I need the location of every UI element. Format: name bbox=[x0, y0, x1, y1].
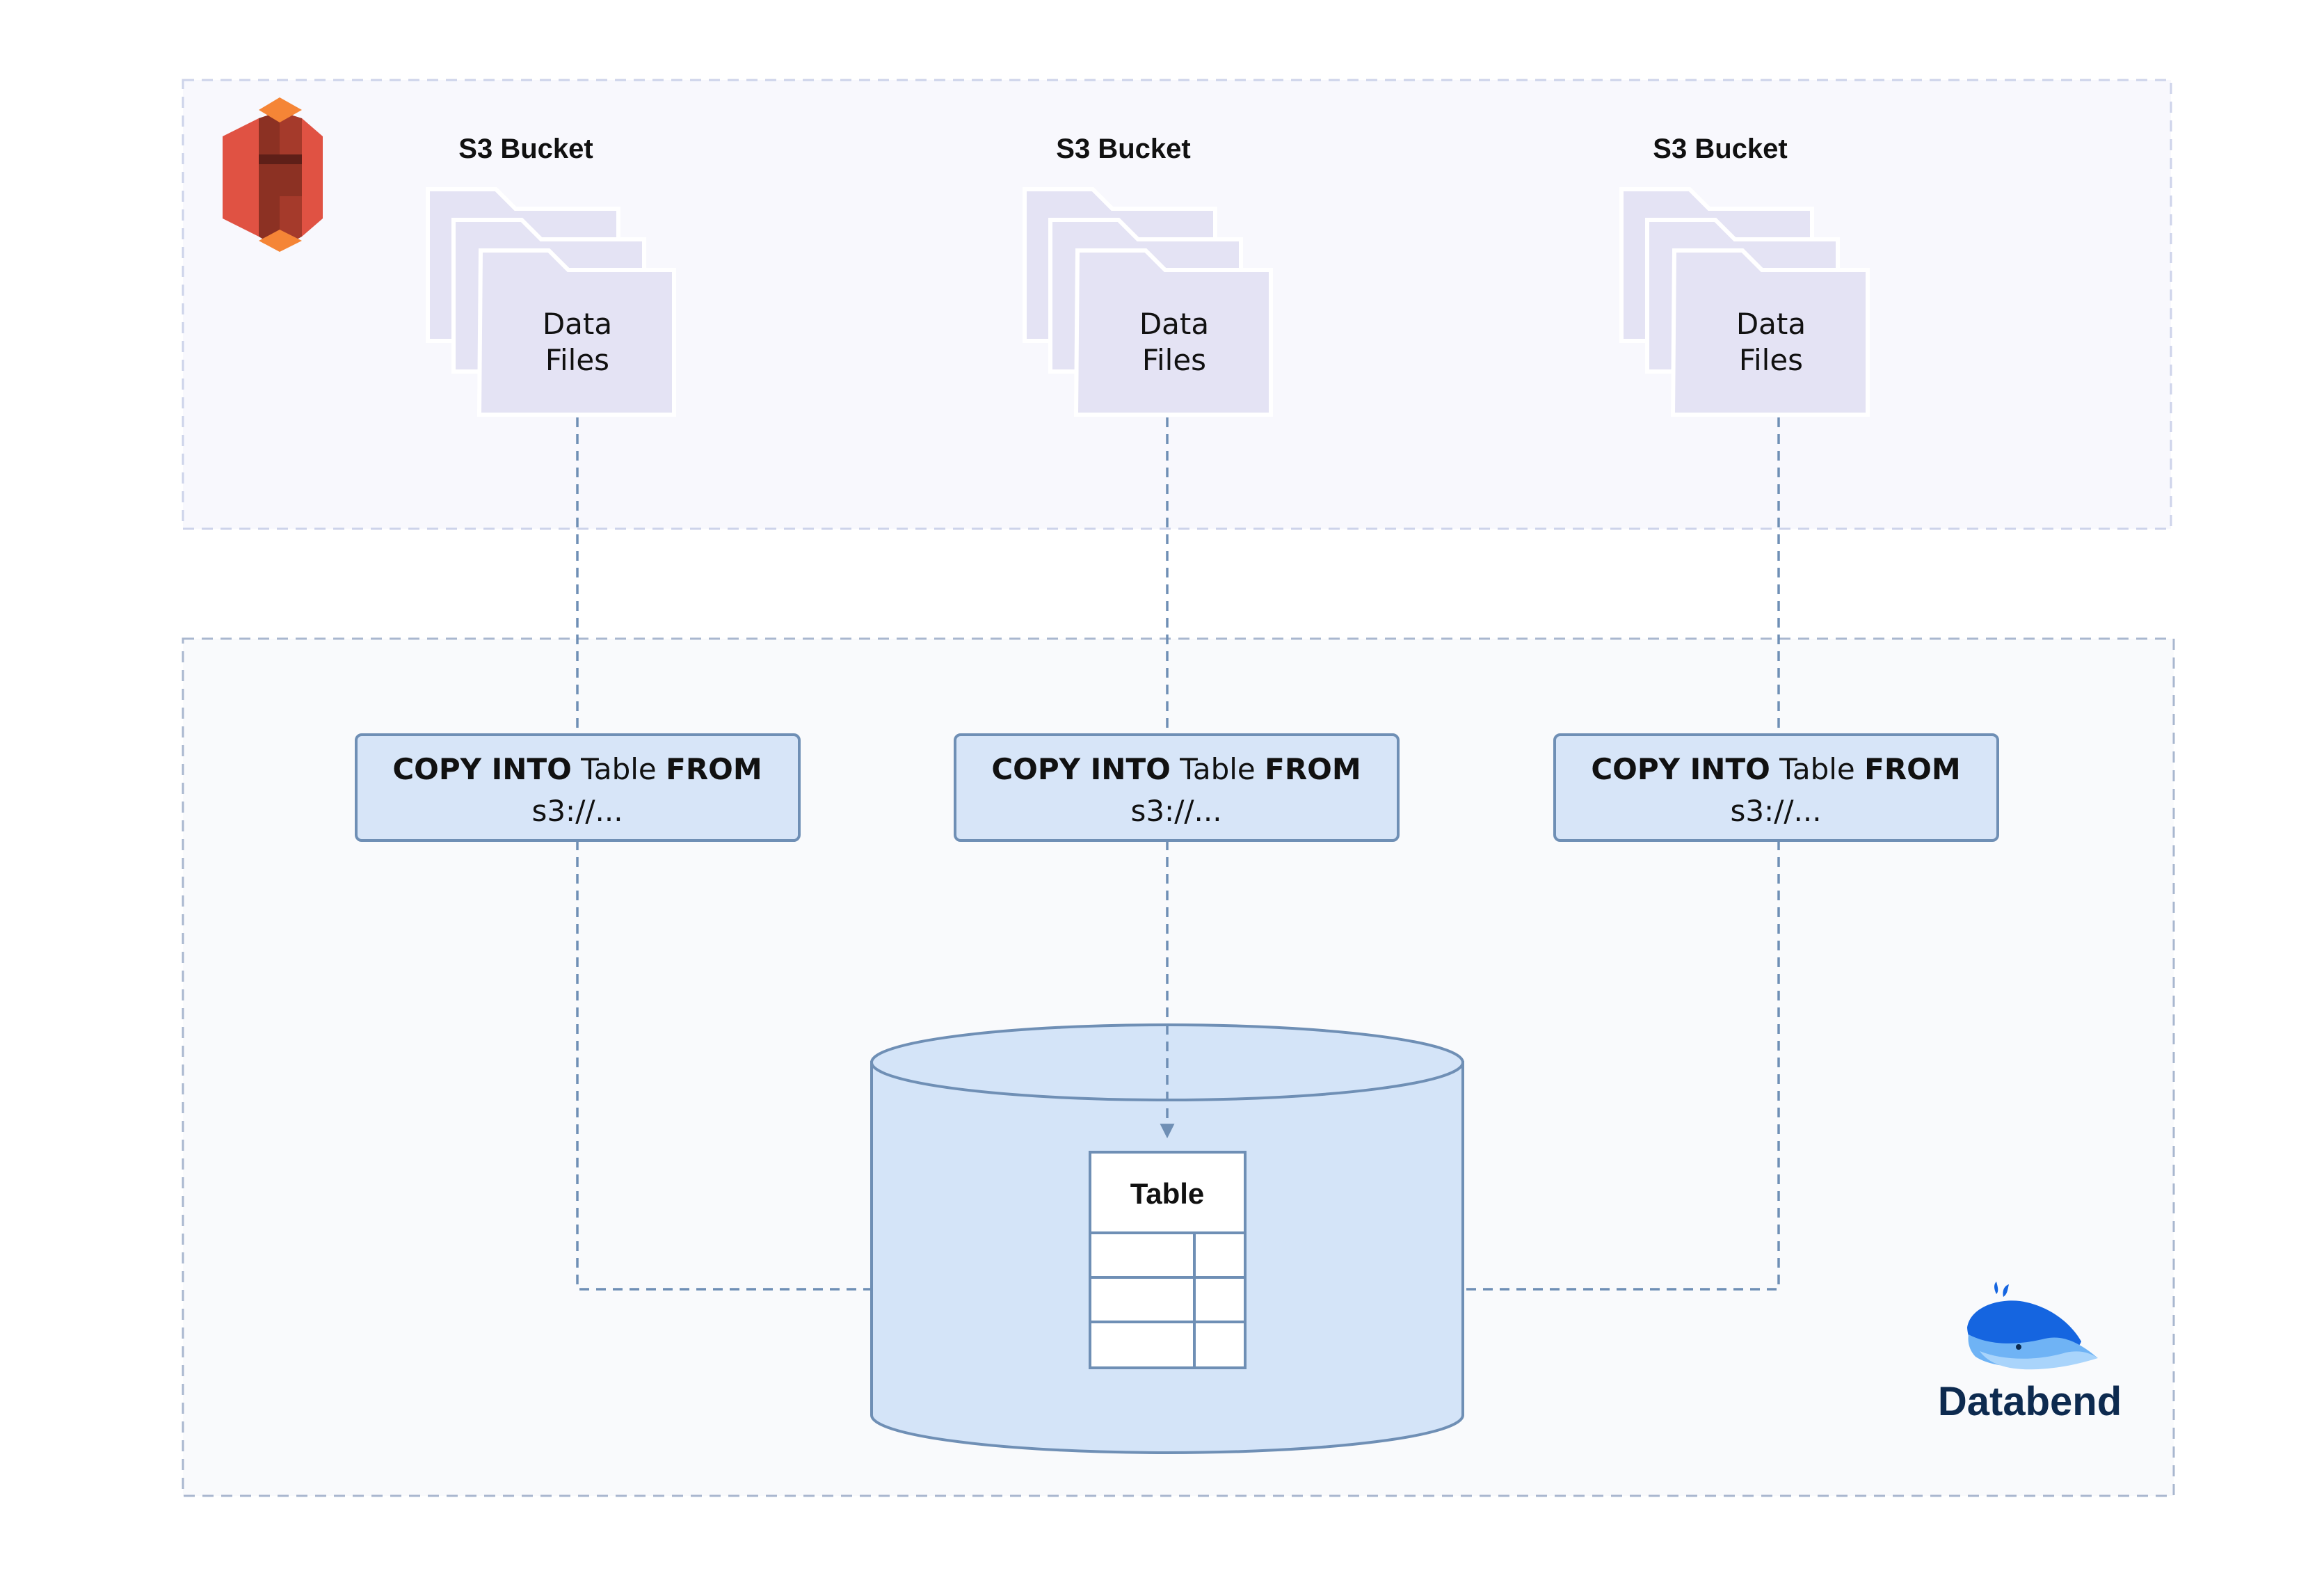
svg-text:COPY INTO Table FROM: COPY INTO Table FROM bbox=[392, 752, 762, 786]
amazon-s3-icon bbox=[223, 97, 323, 252]
folder-stack-icon bbox=[426, 187, 676, 417]
copy-command-2: COPY INTO Table FROM s3://... bbox=[954, 733, 1400, 842]
copy-path: s3://... bbox=[1130, 794, 1221, 828]
copy-keyword: FROM bbox=[666, 752, 762, 786]
folder-stack-icon bbox=[1023, 187, 1273, 417]
svg-text:COPY INTO Table FROM: COPY INTO Table FROM bbox=[1591, 752, 1960, 786]
table-title: Table bbox=[1130, 1177, 1205, 1210]
bucket-3: S3 Bucket Data Files bbox=[1619, 134, 1870, 417]
folder-label-line1: Data bbox=[1736, 307, 1806, 341]
svg-text:COPY INTO Table FROM: COPY INTO Table FROM bbox=[991, 752, 1361, 786]
bucket-title: S3 Bucket bbox=[1056, 134, 1190, 164]
bucket-1: S3 Bucket Data Files bbox=[426, 134, 676, 417]
table-grid: Table bbox=[1089, 1151, 1247, 1369]
folder-stack-icon bbox=[1619, 187, 1870, 417]
folder-label-line1: Data bbox=[1139, 307, 1209, 341]
copy-path: s3://... bbox=[1730, 794, 1821, 828]
bucket-title: S3 Bucket bbox=[458, 134, 593, 164]
copy-command-1: COPY INTO Table FROM s3://... bbox=[355, 733, 801, 842]
copy-path: s3://... bbox=[531, 794, 623, 828]
copy-command-3: COPY INTO Table FROM s3://... bbox=[1553, 733, 1999, 842]
bucket-2: S3 Bucket Data Files bbox=[1023, 134, 1273, 417]
bucket-title: S3 Bucket bbox=[1653, 134, 1787, 164]
copy-table-word: Table bbox=[572, 752, 666, 786]
folder-label-line2: Files bbox=[545, 343, 609, 377]
copy-keyword: COPY INTO bbox=[991, 752, 1170, 786]
copy-keyword: FROM bbox=[1864, 752, 1961, 786]
folder-label-line2: Files bbox=[1142, 343, 1206, 377]
copy-table-word: Table bbox=[1770, 752, 1864, 786]
copy-table-word: Table bbox=[1171, 752, 1265, 786]
folder-label-line1: Data bbox=[543, 307, 612, 341]
folder-label-line2: Files bbox=[1739, 343, 1803, 377]
databend-logo: Databend bbox=[1938, 1282, 2122, 1424]
copy-keyword: FROM bbox=[1265, 752, 1361, 786]
databend-whale-icon bbox=[1967, 1282, 2098, 1370]
copy-keyword: COPY INTO bbox=[392, 752, 571, 786]
copy-keyword: COPY INTO bbox=[1591, 752, 1770, 786]
databend-wordmark: Databend bbox=[1938, 1379, 2122, 1424]
